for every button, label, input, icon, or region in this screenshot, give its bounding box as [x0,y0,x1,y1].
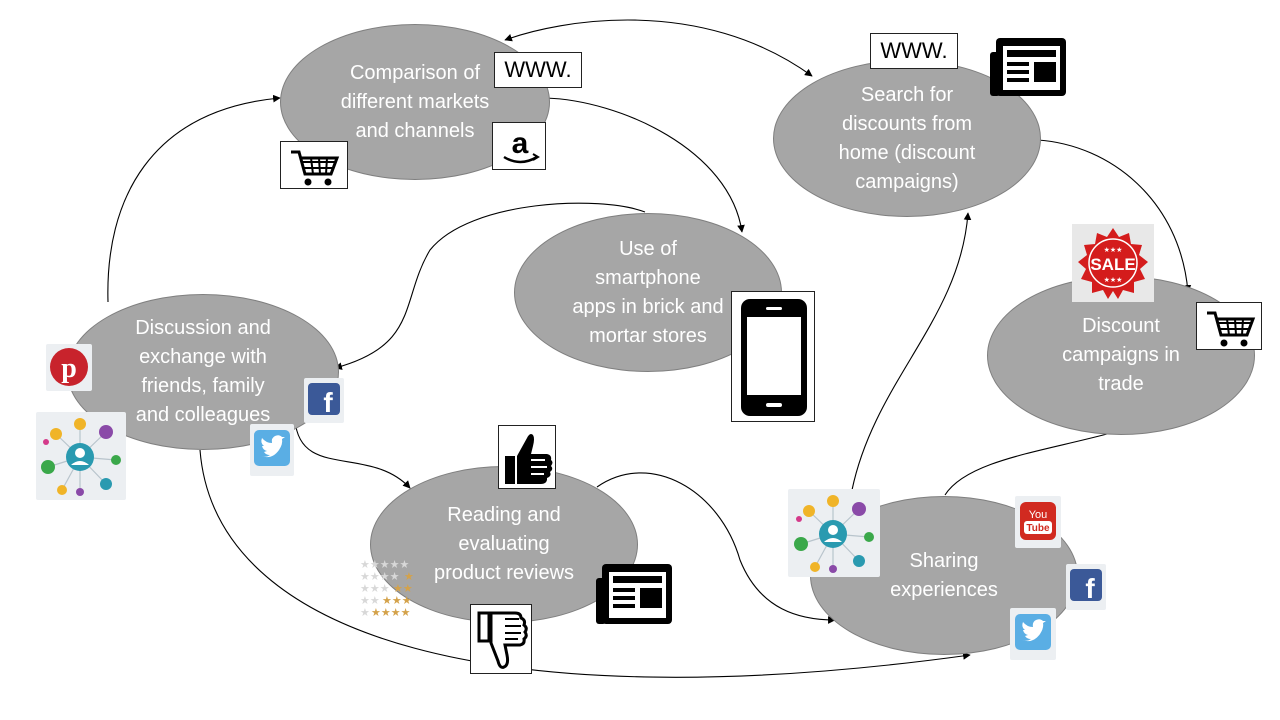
www-label: WWW. [504,57,572,82]
facebook-icon: f [304,378,344,423]
svg-text:★★: ★★ [393,582,413,595]
node-label: Comparison of different markets and chan… [340,61,490,142]
svg-text:★: ★ [360,606,370,619]
svg-text:★★★★★: ★★★★★ [360,558,409,571]
svg-text:★★★: ★★★ [382,594,412,607]
sale-badge-icon: SALE ★★★ ★★★ [1072,224,1154,302]
www-icon: WWW. [494,52,582,88]
node-label: Use of smartphone apps in brick and mort… [572,237,724,347]
svg-text:★★★: ★★★ [1104,246,1123,254]
svg-text:p: p [61,353,77,384]
youtube-tube: Tube [1026,523,1050,534]
facebook-icon: f [1066,564,1106,610]
newspaper-icon [594,562,674,628]
twitter-icon [1010,608,1056,660]
svg-text:★★★★: ★★★★ [360,570,400,583]
svg-text:★★★: ★★★ [360,582,390,595]
node-label: Reading and evaluating product reviews [433,504,575,584]
thumbs-down-icon [470,604,532,674]
twitter-icon [250,424,294,476]
youtube-icon: You Tube [1015,496,1061,548]
arrow-reviews-sharing [596,472,836,624]
shopping-cart-icon [280,141,348,189]
node-label: Discount campaigns in trade [1062,315,1180,395]
svg-text:f: f [1085,573,1095,604]
arrow-comparison-search [504,19,813,77]
node-label: Search for discounts from home (discount… [838,83,976,193]
arrow-discussion-sharing [199,449,971,678]
www-label: WWW. [880,38,948,63]
star-rating-icon: ★★★★★ ★★★★★ ★★★★★ ★★★★★ ★★★★★ [360,558,418,622]
arrow-discussion-reviews [294,419,411,489]
pinterest-icon: p [46,344,92,391]
arrow-sharing-search [851,212,972,491]
arrow-smartphone-discussion [334,202,646,370]
thumbs-up-icon [498,425,556,489]
svg-text:f: f [323,387,333,418]
svg-text:a: a [512,127,529,160]
arrow-comparison-smartphone [544,97,745,233]
arrow-search-discount [1037,139,1192,293]
social-network-icon [788,489,880,577]
svg-text:★★★★: ★★★★ [371,606,411,619]
svg-text:★★★: ★★★ [1104,276,1123,284]
node-label: Discussion and exchange with friends, fa… [135,317,271,426]
node-label: Sharing experiences [890,549,998,601]
svg-text:★: ★ [404,570,414,583]
smartphone-icon [731,291,815,422]
arrow-discussion-comparison [107,94,281,303]
newspaper-icon [988,36,1068,100]
social-network-icon [36,412,126,500]
svg-text:★★: ★★ [360,594,380,607]
sale-label: SALE [1090,255,1135,274]
shopping-cart-icon [1196,302,1262,350]
node-reviews: Reading and evaluating product reviews [370,466,638,623]
www-icon: WWW. [870,33,958,69]
youtube-you: You [1029,509,1048,521]
amazon-icon: a [492,122,546,170]
